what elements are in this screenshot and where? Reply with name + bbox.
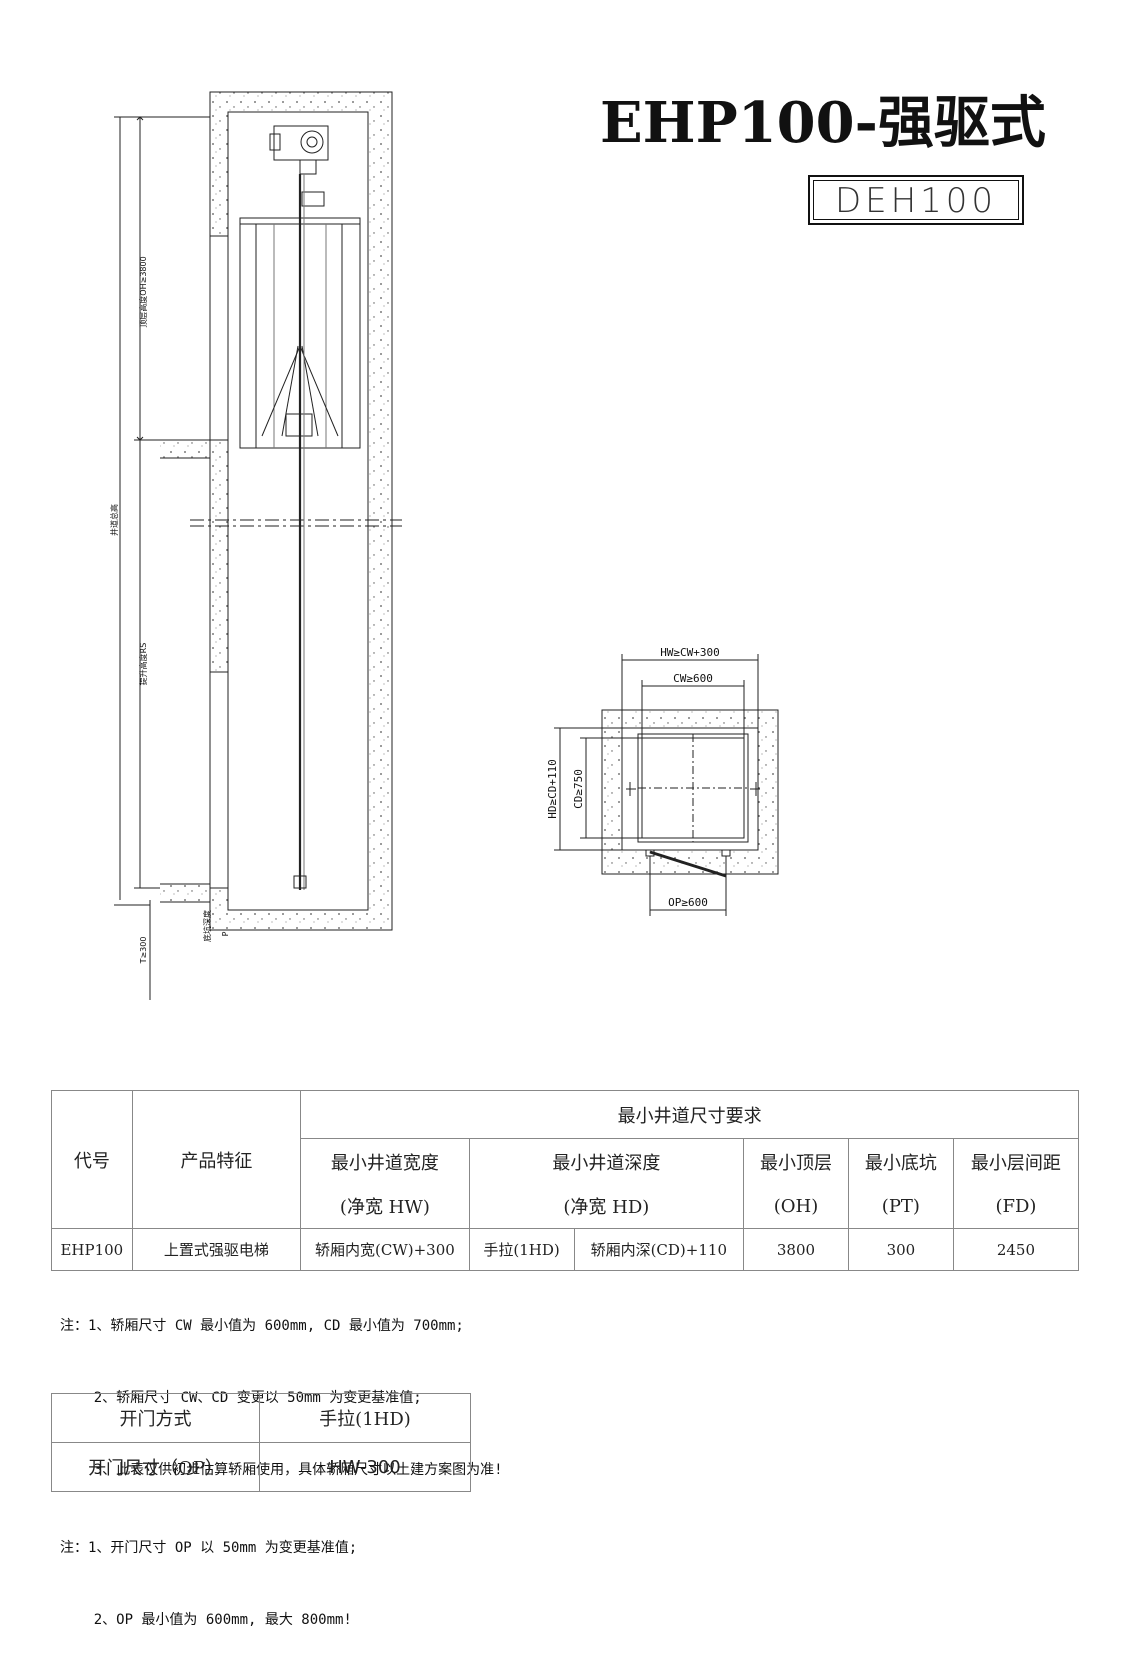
hd-label: HD≥CD+110 (546, 759, 559, 819)
cell-width: 轿厢内宽(CW)+300 (300, 1228, 470, 1271)
col-feature: 产品特征 (131, 1090, 302, 1229)
cell-depth: 轿厢内深(CD)+110 (573, 1228, 745, 1271)
bottom-floor-slab (160, 883, 211, 903)
col-oh-sub: (OH) (743, 1184, 849, 1229)
shaft-requirements-table: 代号 产品特征 最小井道尺寸要求 最小井道宽度 最小井道深度 最小顶层 最小底坑… (51, 1090, 1080, 1271)
op-label: OP≥600 (668, 896, 708, 909)
traction-motor (269, 125, 329, 207)
travel-label: 提升高度RS (138, 643, 148, 686)
col-width-sub: (净宽 HW) (300, 1184, 470, 1229)
note-line: 注：1、轿厢尺寸 CW 最小值为 600mm, CD 最小值为 700mm; (60, 1318, 464, 1334)
col-fd-sub: (FD) (952, 1184, 1080, 1229)
plan-shaft-wall (601, 709, 779, 875)
technical-drawing: 顶层高度OH≥3800 井道总高 提升高度RS T≥300 底坑深度 P HW≥… (109, 91, 779, 1000)
model-code: DEH100 (834, 181, 998, 221)
table-row: EHP100 上置式强驱电梯 轿厢内宽(CW)+300 手拉(1HD) 轿厢内深… (51, 1228, 1080, 1271)
col-fd: 最小层间距 (952, 1138, 1080, 1185)
col-depth: 最小井道深度 (468, 1138, 745, 1185)
note-line: 注：1、开门尺寸 OP 以 50mm 为变更基准值; (60, 1540, 358, 1556)
page-title: EHP100-强驱式 (600, 90, 1046, 156)
plan-view (554, 654, 779, 916)
cd-label: CD≥750 (572, 769, 585, 809)
col-depth-sub: (净宽 HD) (468, 1184, 745, 1229)
model-code-box: DEH100 (808, 175, 1024, 225)
hw-label: HW≥CW+300 (660, 646, 720, 659)
elevation-view (114, 91, 402, 1000)
door-type-value: 手拉(1HD) (259, 1393, 471, 1443)
group-header: 最小井道尺寸要求 (300, 1090, 1079, 1139)
door-size-label: 开门尺寸（OP） (51, 1442, 260, 1492)
door-size-value: HW-300 (259, 1442, 471, 1492)
cw-label: CW≥600 (673, 672, 713, 685)
cell-code: EHP100 (51, 1228, 133, 1271)
door-type-label: 开门方式 (51, 1393, 260, 1443)
pit-depth-label: 底坑深度 (202, 910, 212, 942)
upper-wall (209, 439, 229, 673)
note-line: 2、OP 最小值为 600mm, 最大 800mm! (60, 1612, 352, 1628)
cell-door-type: 手拉(1HD) (468, 1228, 575, 1271)
notes-2: 注：1、开门尺寸 OP 以 50mm 为变更基准值; 2、OP 最小值为 600… (60, 1488, 357, 1656)
col-pt: 最小底坑 (847, 1138, 954, 1185)
cell-fd: 2450 (952, 1228, 1080, 1271)
p-label: P (221, 931, 230, 936)
col-oh: 最小顶层 (743, 1138, 849, 1185)
door-table: 开门方式 手拉(1HD) 开门尺寸（OP） HW-300 (51, 1393, 471, 1492)
col-pt-sub: (PT) (847, 1184, 954, 1229)
overhead-label: 顶层高度OH≥3800 (138, 256, 148, 327)
shaft-height-label: 井道总高 (109, 504, 119, 536)
cell-pt: 300 (847, 1228, 954, 1271)
cell-oh: 3800 (743, 1228, 849, 1271)
col-width: 最小井道宽度 (300, 1138, 470, 1185)
pit-label: T≥300 (139, 937, 148, 965)
col-code: 代号 (51, 1090, 133, 1229)
cell-feature: 上置式强驱电梯 (131, 1228, 302, 1271)
top-floor-slab (160, 439, 211, 459)
